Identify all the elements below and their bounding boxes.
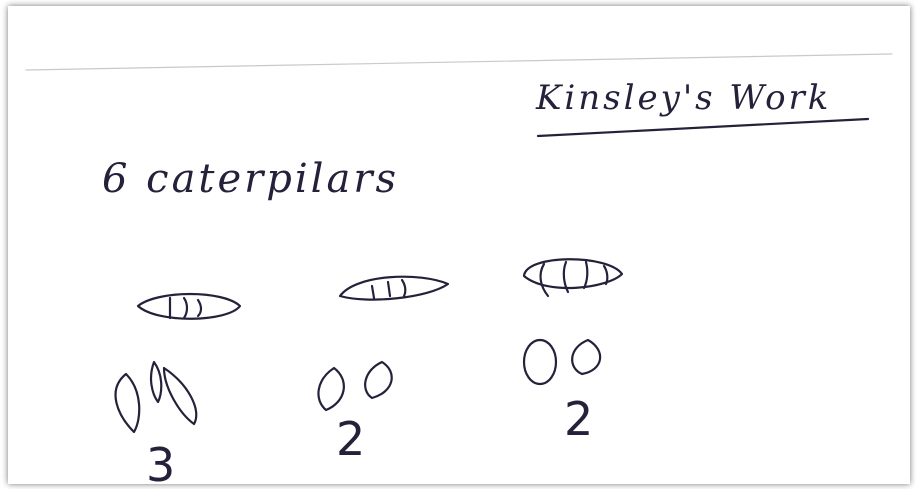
group-count-1: 3 [146,442,175,484]
fold-line [26,54,892,70]
group-count-2: 2 [336,416,365,462]
caterpillar-1 [138,294,240,319]
leaf-group-1 [116,362,197,432]
caterpillar-2 [340,277,448,300]
group-count-3: 2 [564,396,593,442]
leaf-group-2 [318,362,391,410]
problem-statement: 6 caterpilars [102,156,399,202]
leaf-group-3 [524,340,600,384]
caterpillar-3 [524,259,622,296]
title-underline [538,119,868,136]
worksheet-paper: Kinsley's Work 6 caterpilars 3 2 2 [8,6,910,484]
page-title: Kinsley's Work [536,78,831,118]
